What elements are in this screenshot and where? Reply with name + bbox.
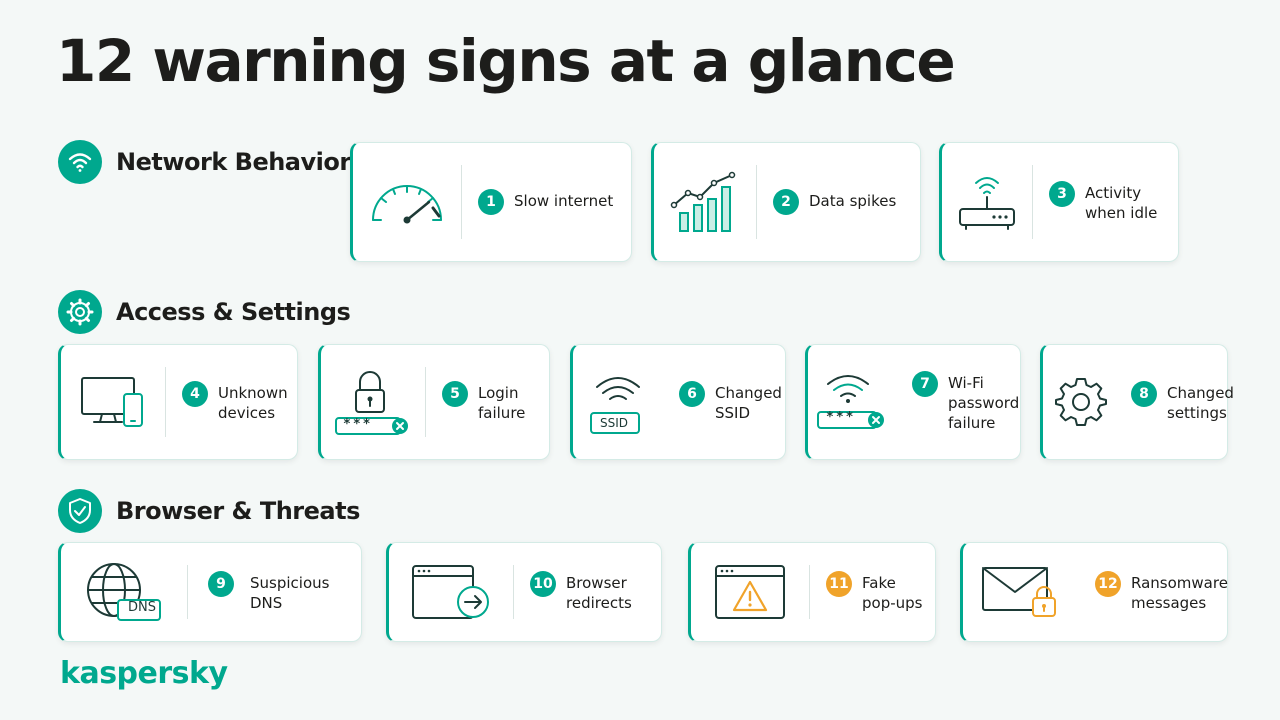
card-label: Changed SSID [715, 384, 782, 422]
gear-icon [58, 290, 102, 334]
wifi-password-icon: *** [808, 345, 896, 459]
card-ransomware-messages: 12 Ransomware messages [960, 542, 1228, 642]
warning-window-icon [691, 543, 809, 641]
password-field-text: *** [343, 417, 373, 432]
card-data-spikes: 2 Data spikes [651, 142, 921, 262]
speedometer-icon [353, 143, 461, 261]
card-number: 2 [773, 189, 799, 215]
page-title: 12 warning signs at a glance [56, 27, 956, 95]
dns-tag: DNS [128, 600, 156, 615]
card-slow-internet: 1 Slow internet [350, 142, 632, 262]
section-browser-threats: Browser & Threats [58, 489, 360, 533]
card-unknown-devices: 4 Unknown devices [58, 344, 298, 460]
globe-icon: DNS [61, 543, 187, 641]
card-login-failure: *** 5 Login failure [318, 344, 550, 460]
section-title: Network Behavior [116, 148, 351, 176]
card-activity-when-idle: 3 Activity when idle [939, 142, 1179, 262]
card-label: Fake pop-ups [862, 574, 923, 612]
kaspersky-logo: kaspersky [60, 656, 228, 691]
card-wifi-password-failure: *** 7 Wi-Fi password failure [805, 344, 1021, 460]
bar-chart-icon [654, 143, 756, 261]
section-title: Access & Settings [116, 298, 351, 326]
card-number: 8 [1131, 381, 1157, 407]
card-label: Changed settings [1167, 384, 1234, 422]
card-label: Login failure [478, 384, 526, 422]
devices-icon [61, 345, 165, 459]
card-number: 6 [679, 381, 705, 407]
section-access-settings: Access & Settings [58, 290, 351, 334]
card-fake-pop-ups: 11 Fake pop-ups [688, 542, 936, 642]
wifi-icon [58, 140, 102, 184]
card-label: Ransomware messages [1131, 574, 1228, 612]
card-number: 11 [826, 571, 852, 597]
ssid-tag: SSID [600, 416, 629, 430]
card-number: 3 [1049, 181, 1075, 207]
card-number: 5 [442, 381, 468, 407]
wifi-ssid-icon: SSID [573, 345, 663, 459]
card-number: 10 [530, 571, 556, 597]
card-label: Suspicious DNS [250, 574, 330, 612]
router-icon [942, 143, 1032, 261]
card-label: Data spikes [809, 192, 897, 210]
card-number: 12 [1095, 571, 1121, 597]
browser-redirect-icon [389, 543, 513, 641]
card-number: 4 [182, 381, 208, 407]
card-changed-ssid: SSID 6 Changed SSID [570, 344, 786, 460]
card-number: 1 [478, 189, 504, 215]
card-label: Unknown devices [218, 384, 288, 422]
card-browser-redirects: 10 Browser redirects [386, 542, 662, 642]
card-label: Browser redirects [566, 574, 632, 612]
gear-icon [1043, 345, 1119, 459]
card-changed-settings: 8 Changed settings [1040, 344, 1234, 460]
section-network-behavior: Network Behavior [58, 140, 351, 184]
card-label: Slow internet [514, 192, 614, 210]
card-suspicious-dns: DNS 9 Suspicious DNS [58, 542, 362, 642]
envelope-lock-icon [963, 543, 1079, 641]
shield-icon [58, 489, 102, 533]
card-number: 9 [208, 571, 234, 597]
card-label: Wi-Fi password failure [948, 374, 1020, 432]
card-number: 7 [912, 371, 938, 397]
password-field-text: *** [826, 410, 856, 425]
section-title: Browser & Threats [116, 497, 360, 525]
lock-icon: *** [321, 345, 425, 459]
card-label: Activity when idle [1085, 184, 1158, 222]
